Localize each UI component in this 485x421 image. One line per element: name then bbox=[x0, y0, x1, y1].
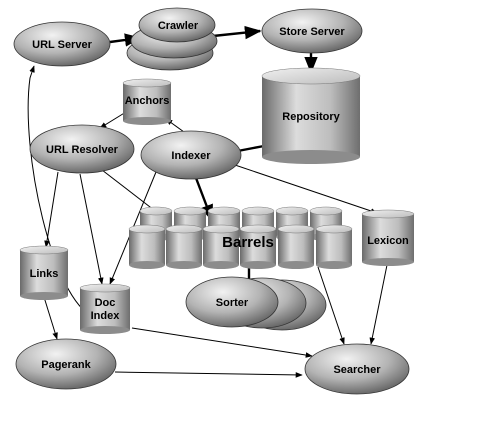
edge-docindex-searcher bbox=[131, 327, 313, 358]
searcher-node: Searcher bbox=[304, 343, 410, 395]
barrels-label: Barrels bbox=[222, 234, 274, 251]
doc-index-label-line1: Doc bbox=[95, 297, 116, 309]
searcher-label: Searcher bbox=[333, 364, 381, 376]
store-server-label: Store Server bbox=[279, 26, 345, 38]
pagerank-node: Pagerank bbox=[15, 338, 117, 390]
barrel-cylinder bbox=[165, 224, 203, 269]
sorter-label: Sorter bbox=[216, 297, 249, 309]
anchors-node: Anchors bbox=[122, 78, 172, 125]
url-server-node: URL Server bbox=[13, 21, 111, 67]
url-resolver-label: URL Resolver bbox=[46, 144, 119, 156]
repository-node: Repository bbox=[261, 67, 361, 164]
pagerank-label: Pagerank bbox=[41, 359, 91, 371]
barrel-cylinder bbox=[277, 224, 315, 269]
doc-index-label-line2: Index bbox=[91, 310, 121, 322]
barrel-cylinder bbox=[128, 224, 166, 269]
doc-index-node: Doc Index bbox=[79, 283, 131, 334]
edge-indexer-lexicon bbox=[231, 163, 378, 214]
links-node: Links bbox=[19, 245, 69, 300]
lexicon-node: Lexicon bbox=[361, 209, 415, 266]
url-server-label: URL Server bbox=[32, 39, 92, 51]
indexer-label: Indexer bbox=[171, 150, 211, 162]
edge-lexicon-searcher bbox=[369, 264, 388, 345]
crawler-node: Crawler bbox=[126, 7, 218, 71]
sorter-node: Sorter bbox=[185, 276, 327, 331]
edge-urlresolver-links bbox=[44, 171, 59, 248]
edge-pagerank-searcher bbox=[114, 371, 303, 378]
edge-urlresolver-urlserver bbox=[27, 65, 95, 318]
crawler-label: Crawler bbox=[158, 20, 199, 32]
barrel-cylinder bbox=[315, 224, 353, 269]
barrel-cylinder bbox=[239, 224, 277, 269]
edge-urlresolver-docindex bbox=[79, 173, 104, 285]
barrel-cylinder bbox=[202, 224, 240, 269]
edge-links-pagerank bbox=[43, 296, 58, 340]
lexicon-label: Lexicon bbox=[367, 235, 409, 247]
links-label: Links bbox=[30, 268, 59, 280]
store-server-node: Store Server bbox=[261, 8, 363, 54]
barrels-node bbox=[128, 206, 353, 269]
url-resolver-node: URL Resolver bbox=[29, 124, 135, 174]
edge-barrels-searcher bbox=[317, 266, 345, 345]
edge-crawler-storeserver bbox=[212, 25, 262, 40]
repository-label: Repository bbox=[282, 111, 340, 123]
anchors-label: Anchors bbox=[125, 95, 170, 107]
indexer-node: Indexer bbox=[140, 130, 242, 180]
edge-anchors-urlresolver bbox=[99, 111, 127, 129]
